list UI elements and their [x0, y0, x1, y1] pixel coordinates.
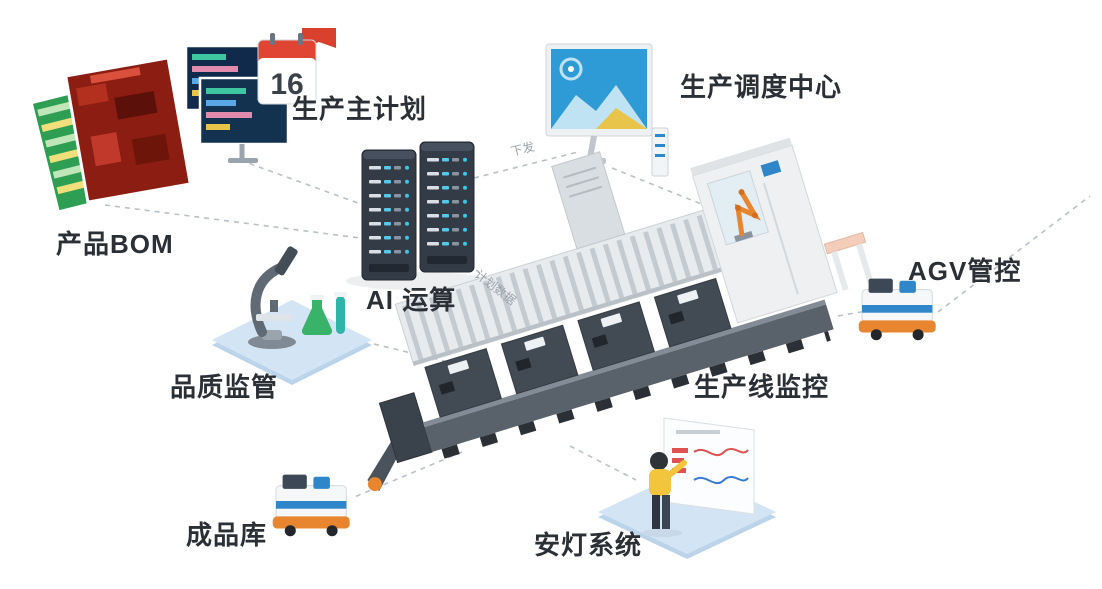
person-icon: [642, 452, 687, 537]
quality-icon: [212, 246, 372, 385]
conveyor: [424, 304, 834, 452]
flasks-icon: [301, 292, 347, 336]
bom-red-screen: [63, 56, 193, 204]
edge-label-dispatch: 下发: [509, 139, 536, 159]
tall-cabinet: [551, 151, 626, 250]
edge-ai-to-dispatch: [473, 151, 579, 179]
label-ai-compute: AI 运算: [366, 285, 456, 315]
edge-bom-to-ai: [104, 204, 361, 239]
andon-board-icon: [663, 417, 755, 515]
label-agv-control: AGV管控: [908, 256, 1021, 286]
label-product-bom: 产品BOM: [56, 229, 174, 259]
bom-screens-icon: [29, 44, 290, 214]
label-quality: 品质监管: [170, 372, 278, 402]
machine-modules: [424, 277, 732, 418]
ai-servers-icon: [346, 142, 490, 290]
calendar-day: 16: [270, 68, 303, 101]
production-line-icon: [367, 137, 874, 492]
microscope-icon: [250, 263, 285, 337]
ramp-roller: [367, 477, 382, 492]
robot-arm-icon: [734, 189, 761, 237]
label-andon: 安灯系统: [534, 530, 642, 560]
agv-robot-icon: [858, 278, 937, 341]
label-master-plan: 生产主计划: [292, 94, 427, 124]
dispatch-monitor-icon: [545, 43, 669, 177]
gallery: [394, 207, 731, 367]
calendar-ring: [270, 33, 275, 45]
mini-rack-icon: [651, 127, 669, 177]
workbench: [823, 231, 874, 291]
label-line-monitor: 生产线监控: [694, 372, 829, 402]
edge-agv-out: [937, 195, 1091, 313]
calendar-icon: 16: [257, 28, 336, 105]
cell-logo: [760, 160, 782, 177]
calendar-ring: [298, 33, 303, 45]
edge-plan-to-ai: [239, 159, 367, 207]
label-finished-goods: 成品库: [186, 520, 267, 550]
agv-robot-icon: [272, 474, 351, 537]
andon-icon: [598, 417, 776, 559]
label-dispatch-center: 生产调度中心: [680, 72, 842, 102]
left-cabinet: [378, 392, 433, 464]
robot-cell: [690, 137, 838, 324]
edge-line-to-andon: [569, 445, 637, 481]
